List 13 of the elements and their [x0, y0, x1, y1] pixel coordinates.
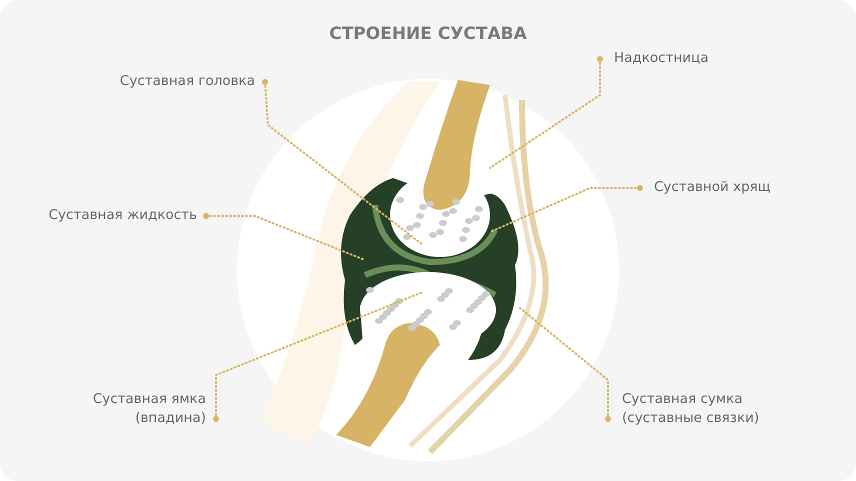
- leader-line: [203, 213, 366, 261]
- diagram-title: СТРОЕНИЕ СУСТАВА: [328, 24, 528, 44]
- part-label: Суставная головка: [100, 72, 255, 91]
- leader-line: [519, 307, 611, 422]
- leader-line: [489, 185, 643, 233]
- part-label: Суставная ямка (впадина): [80, 390, 206, 428]
- part-label: Суставной хрящ: [654, 178, 794, 197]
- part-label: Суставная сумка (суставные связки): [622, 390, 782, 428]
- part-label: Суставная жидкость: [30, 206, 197, 225]
- part-label: Надкостница: [614, 49, 734, 68]
- leader-line: [213, 291, 424, 422]
- leader-line: [489, 56, 603, 169]
- leader-line: [262, 79, 424, 246]
